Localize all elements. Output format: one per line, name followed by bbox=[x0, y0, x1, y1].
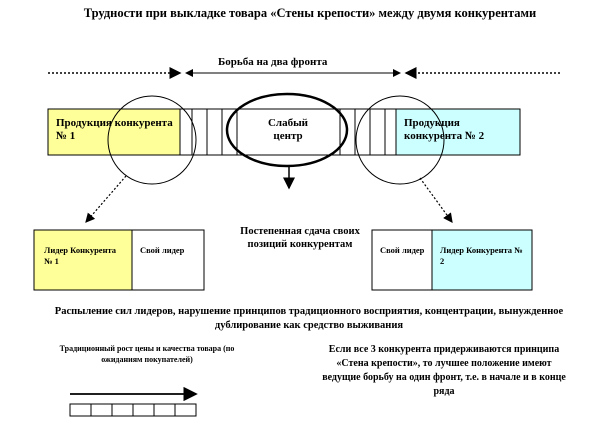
note-right: Если все 3 конкурента придерживаются при… bbox=[322, 344, 566, 397]
fight-label: Борьба на два фронта bbox=[218, 56, 328, 68]
lower-left-own-box bbox=[131, 229, 205, 291]
focus-circle-left bbox=[107, 95, 197, 185]
shelf-left-label: Продукция конкурента № 1 bbox=[56, 117, 173, 142]
focus-circle-right bbox=[355, 95, 445, 185]
lower-left-own-label: Свой лидер bbox=[140, 245, 185, 255]
lower-right-own-label: Свой лидер bbox=[380, 245, 425, 255]
right-diag-arrow bbox=[419, 177, 453, 223]
bottom-text: Распыление сил лидеров, нарушение принци… bbox=[54, 306, 564, 331]
middle-text: Постепенная сдача своих позиций конкурен… bbox=[240, 226, 360, 250]
shelf-outline bbox=[47, 108, 521, 156]
left-diag-arrow bbox=[85, 175, 127, 223]
shelf-right-zone bbox=[395, 108, 521, 156]
focus-circle-center bbox=[225, 92, 349, 168]
lower-right-leader-label: Лидер Конкурента № 2 bbox=[440, 245, 523, 266]
lower-right-leader-box bbox=[431, 229, 533, 291]
note-left: Традиционный рост цены и качества товара… bbox=[59, 344, 235, 364]
diagram-title: Трудности при выкладке товара «Стены кре… bbox=[83, 6, 537, 20]
lower-left-leader-label: Лидер Конкурента № 1 bbox=[44, 245, 116, 266]
shelf-right-label: Продукция конкурента № 2 bbox=[404, 117, 485, 142]
lower-right-own-box bbox=[371, 229, 433, 291]
shelf-center-label: Слабый центр bbox=[267, 117, 309, 142]
